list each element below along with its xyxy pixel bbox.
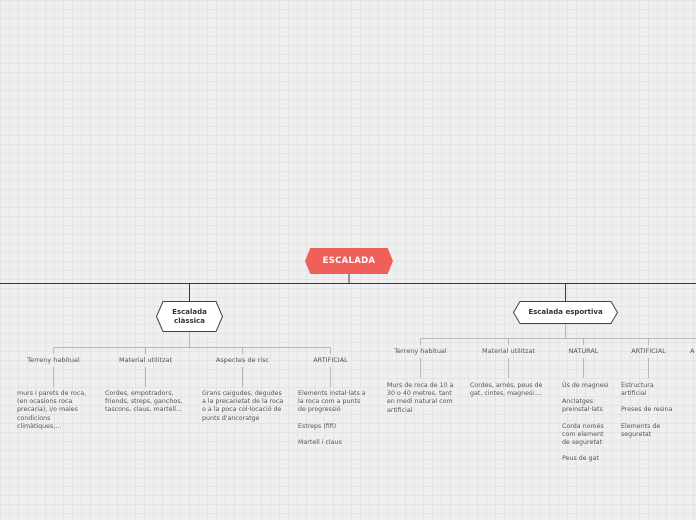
leaf-classic-risc[interactable]: Grans caigudes, degudes a la precarietat… xyxy=(202,390,284,423)
hexagon-shape xyxy=(156,301,223,332)
topic-sport-terreny[interactable]: Terreny habitual xyxy=(394,347,447,355)
leaf-text: Ús de magnesi xyxy=(562,382,609,389)
topic-sport-cut-off[interactable]: A xyxy=(690,347,695,355)
leaf-text: Preses de resina xyxy=(621,406,673,414)
branch-label-classic: Escalada clàssica xyxy=(172,307,207,325)
topic-classic-terreny[interactable]: Terreny habitual xyxy=(27,356,80,364)
leaf-text: Elements de seguretat xyxy=(621,422,661,438)
topic-sport-artificial[interactable]: ARTIFICIAL xyxy=(631,347,666,355)
leaf-text: Peus de gat xyxy=(562,455,599,463)
topic-sport-material[interactable]: Material utilitzat xyxy=(481,347,536,355)
leaf-text: murs i parets de roca, (en ocasions roca… xyxy=(17,390,87,430)
leaf-text: Martell i claus xyxy=(298,438,342,446)
branch-node-classic[interactable]: Escalada clàssica xyxy=(156,301,223,332)
central-topic[interactable]: ESCALADA xyxy=(305,248,393,274)
leaf-classic-material[interactable]: Cordes, empotradors, friends, streps, ga… xyxy=(105,390,191,415)
leaf-sport-terreny[interactable]: Murs de roca de 10 a 30 o 40 metres, tan… xyxy=(387,382,457,415)
leaf-sport-natural[interactable]: Ús de magnesi Anclatges preinstal·lats C… xyxy=(562,382,610,463)
branch-node-sport[interactable]: Escalada esportiva xyxy=(513,301,618,324)
branch-label-sport: Escalada esportiva xyxy=(528,308,603,317)
leaf-text: Cordes, arnés, peus de gat, cintes, magn… xyxy=(470,382,543,398)
leaf-sport-material[interactable]: Cordes, arnés, peus de gat, cintes, magn… xyxy=(470,382,552,398)
leaf-text: Corda només com element de seguretat xyxy=(562,422,604,447)
topic-classic-artificial[interactable]: ARTIFICIAL xyxy=(313,356,348,364)
central-topic-label: ESCALADA xyxy=(322,256,376,266)
leaf-classic-artificial[interactable]: Elements instal·lats a la roca com a pun… xyxy=(298,390,368,447)
leaf-text: Murs de roca de 10 a 30 o 40 metres, tan… xyxy=(387,382,454,414)
leaf-text: Elements instal·lats a la roca com a pun… xyxy=(298,390,366,414)
leaf-text: Estructura artificial xyxy=(621,382,654,398)
leaf-text: Anclatges preinstal·lats xyxy=(562,398,603,414)
topic-classic-material[interactable]: Material utilitzat xyxy=(118,356,173,364)
topic-classic-risc[interactable]: Aspectes de risc xyxy=(215,356,270,364)
leaf-text: Estreps (fifi) xyxy=(298,422,337,430)
hexagon-shape xyxy=(513,301,618,324)
leaf-text: Grans caigudes, degudes a la precarietat… xyxy=(202,390,284,422)
leaf-text: Cordes, empotradors, friends, streps, ga… xyxy=(105,390,183,414)
topic-sport-natural[interactable]: NATURAL xyxy=(568,347,599,355)
leaf-classic-terreny[interactable]: murs i parets de roca, (en ocasions roca… xyxy=(17,390,95,431)
leaf-sport-artificial[interactable]: Estructura artificial Preses de resina E… xyxy=(621,382,681,439)
